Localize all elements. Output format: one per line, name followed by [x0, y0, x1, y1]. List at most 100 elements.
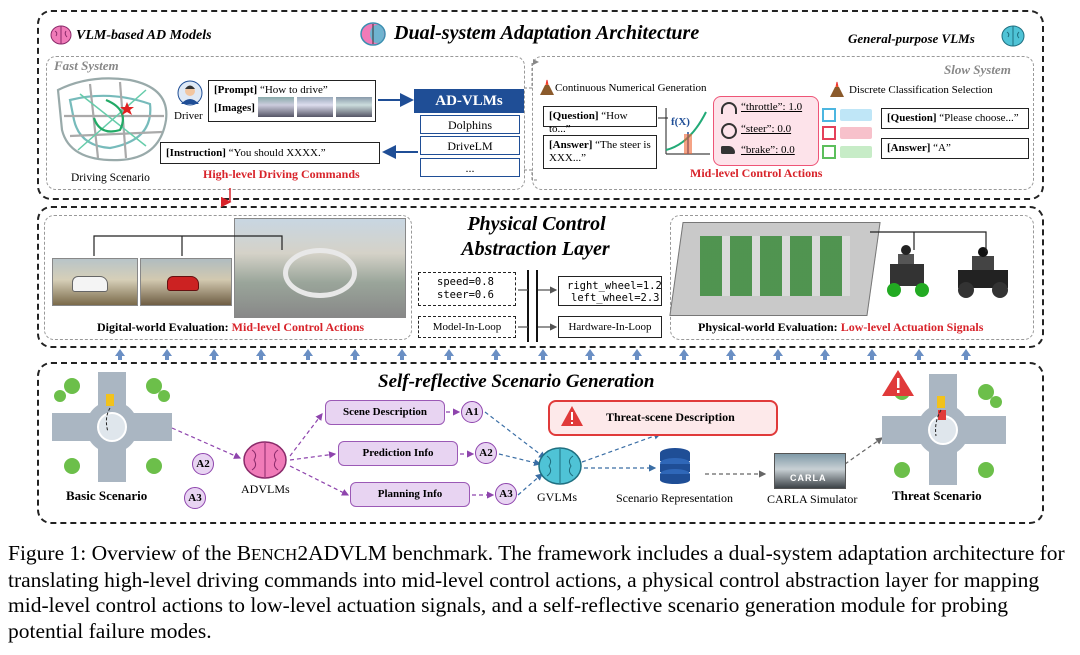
basic-scenario-graphic — [52, 372, 172, 482]
caption-prefix: Figure 1: Overview of the — [8, 541, 232, 565]
option-icon-a — [822, 108, 874, 122]
answer-tag-1: [Answer] — [549, 139, 593, 151]
model-in-loop-box: Model-In-Loop — [418, 316, 516, 338]
advlm-item-drivelm: DriveLM — [420, 136, 520, 155]
top-flow-arrows — [224, 59, 668, 204]
digital-world-prefix: Digital-world Evaluation: — [97, 320, 229, 334]
abstraction-arrows — [518, 280, 560, 340]
function-curve-graphic — [665, 108, 710, 155]
driving-scenario-label: Driving Scenario — [71, 172, 150, 184]
database-icon — [660, 448, 690, 484]
caption-bench-b: B — [236, 541, 252, 565]
prompt-text: “How to drive” — [259, 84, 328, 96]
speed-value: speed=0.8 — [437, 276, 494, 288]
warning-icon — [561, 406, 583, 426]
prediction-info-pill: Prediction Info — [338, 441, 458, 466]
threat-scenario-graphic — [882, 370, 1006, 485]
general-vlms-header: General-purpose VLMs — [848, 31, 975, 46]
advlms-brain-icon — [243, 441, 287, 479]
badge-a3-left: A3 — [184, 487, 206, 509]
question-text-1: “How to...” — [549, 110, 628, 135]
badge-a3: A3 — [495, 483, 517, 505]
physical-control-panel — [37, 206, 1044, 348]
threat-description-label: Threat-scene Description — [606, 410, 735, 424]
scene-description-pill: Scene Description — [325, 400, 445, 425]
throttle-value: “throttle”: 1.0 — [741, 101, 803, 113]
instruction-tag: [Instruction] — [166, 147, 226, 159]
threat-scenario-label: Threat Scenario — [892, 488, 982, 503]
robot-car-1-icon — [887, 245, 929, 297]
answer-tag-2: [Answer] — [887, 142, 931, 154]
physical-world-label: Physical-world Evaluation: Low-level Act… — [698, 320, 983, 335]
hardware-in-loop-box: Hardware-In-Loop — [558, 316, 662, 338]
brain-icon-title — [360, 22, 386, 46]
figure-caption: Figure 1: Overview of the BENCH2ADVLM be… — [8, 541, 1074, 644]
digital-roundabout-graphic — [283, 248, 357, 298]
gvlms-brain-icon — [538, 447, 582, 485]
question-tag-1: [Question] — [549, 110, 599, 122]
advlms-header: AD-VLMs — [414, 89, 524, 113]
scenario-generation-title: Self-reflective Scenario Generation — [378, 371, 655, 392]
abstraction-divider — [527, 270, 538, 342]
physical-control-title-1: Physical Control — [467, 213, 606, 235]
prompt-tag: [Prompt] — [214, 84, 258, 96]
answer-box-continuous: [Answer] “The steer is XXX...” — [543, 135, 657, 169]
badge-a1: A1 — [461, 401, 483, 423]
caption-bench-rest: ENCH — [251, 545, 298, 564]
steer-icon — [721, 123, 737, 139]
instruction-box: [Instruction] “You should XXXX.” — [160, 142, 380, 164]
right-wheel-value: right_wheel=1.2 — [567, 280, 662, 292]
feedback-up-arrows — [115, 349, 971, 360]
option-icon-b — [822, 126, 874, 140]
question-box-discrete: [Question] “Please choose...” — [881, 108, 1029, 129]
vlm-ad-models-header: VLM-based AD Models — [76, 28, 212, 43]
high-level-commands-label: High-level Driving Commands — [203, 167, 360, 181]
physical-connector-lines — [870, 231, 987, 252]
gvlms-label: GVLMs — [537, 490, 578, 504]
prompt-image-1 — [258, 97, 294, 117]
question-box-continuous: [Question] “How to...” — [543, 106, 657, 135]
question-text-2: “Please choose...” — [939, 112, 1019, 124]
prompt-image-3 — [336, 97, 372, 117]
slow-system-label: Slow System — [944, 62, 1011, 77]
steer-value-mid: steer=0.6 — [437, 289, 494, 301]
images-tag: [Images] — [214, 102, 255, 114]
slow-system-panel — [532, 56, 1034, 190]
discrete-selection-label: Discrete Classification Selection — [849, 84, 993, 96]
basic-scenario-label: Basic Scenario — [66, 488, 148, 503]
option-icon-c — [822, 145, 874, 159]
digital-connector-lines — [93, 235, 283, 256]
threat-description-box — [548, 400, 778, 436]
fast-system-label: Fast System — [54, 58, 119, 73]
left-wheel-value: left_wheel=2.3 — [571, 292, 660, 304]
digital-car-white-icon — [72, 276, 108, 292]
brain-icon-left — [50, 25, 72, 45]
advlm-item-more: ... — [420, 158, 520, 177]
brain-icon-right — [1001, 25, 1025, 47]
advlms-label: ADVLMs — [241, 482, 290, 496]
scenario-representation-label: Scenario Representation — [616, 491, 733, 505]
caption-bench-tail: 2ADVLM — [297, 541, 387, 565]
prompt-image-2 — [297, 97, 333, 117]
driver-label: Driver — [174, 110, 203, 122]
digital-world-suffix: Mid-level Control Actions — [231, 320, 365, 334]
continuous-generation-label: Continuous Numerical Generation — [555, 82, 707, 94]
fx-label: f(X) — [671, 116, 690, 128]
driver-avatar-icon — [177, 80, 203, 106]
brake-icon — [721, 146, 735, 154]
answer-text-1: “The steer is XXX...” — [549, 139, 651, 164]
digital-car-red-icon — [167, 276, 199, 291]
carla-simulator-thumbnail — [774, 453, 846, 489]
robot-car-2-icon — [958, 247, 1008, 298]
physical-track-blocks — [700, 236, 850, 296]
mid-level-actions-label: Mid-level Control Actions — [690, 166, 823, 180]
scenario-flow-arrows — [171, 408, 883, 499]
physical-world-suffix: Low-level Actuation Signals — [840, 320, 984, 334]
digital-world-label: Digital-world Evaluation: Mid-level Cont… — [97, 320, 364, 335]
driving-scenario-map — [56, 77, 168, 162]
instruction-text: “You should XXXX.” — [228, 147, 326, 159]
caption-suffix: benchmark. The framework includes a dual… — [8, 541, 1065, 643]
carla-simulator-label: CARLA Simulator — [767, 492, 858, 506]
throttle-icon — [721, 102, 737, 114]
badge-a2: A2 — [475, 442, 497, 464]
